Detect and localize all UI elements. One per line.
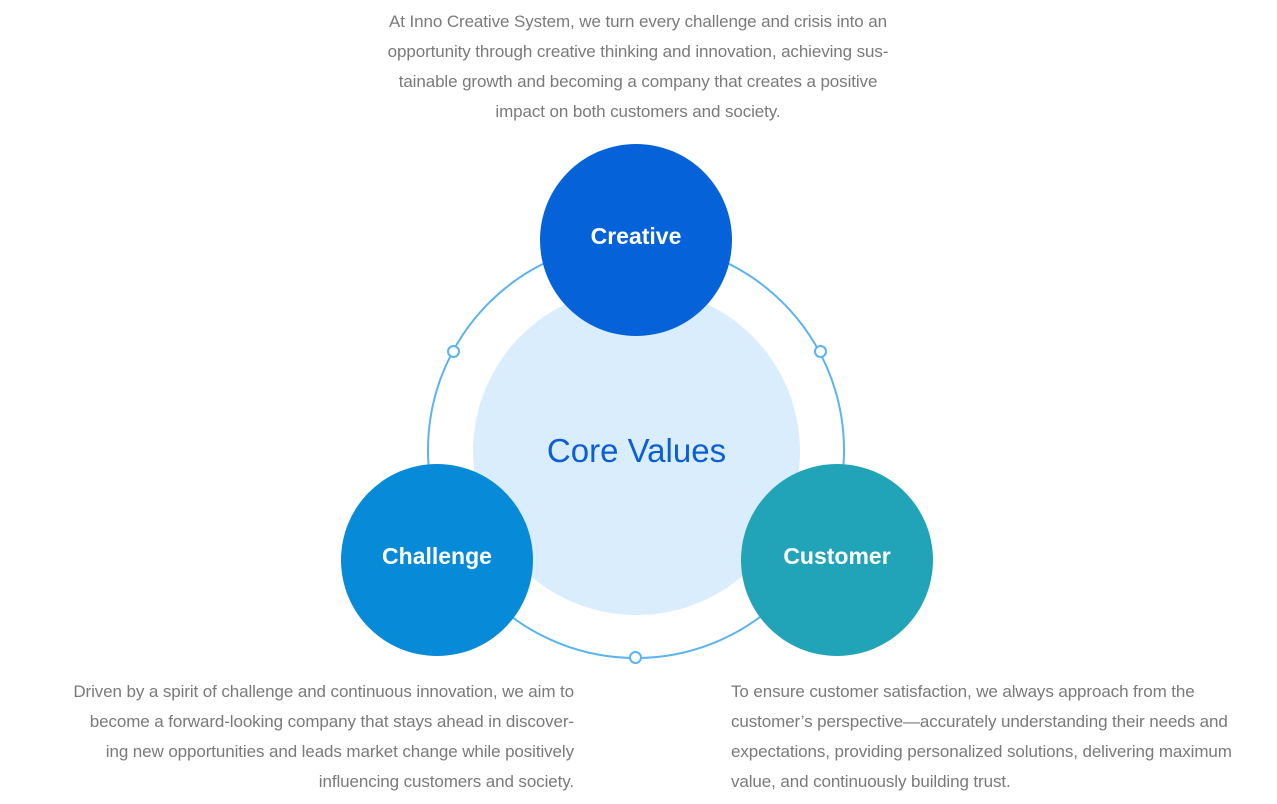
creative-description-line: tainable growth and becoming a company t… (398, 72, 878, 91)
challenge-description-line: become a forward-looking company that st… (89, 712, 574, 731)
creative-description: At Inno Creative System, we turn every c… (340, 7, 936, 127)
value-label-challenge: Challenge (382, 542, 492, 569)
ring-node-dot-bottom (629, 651, 642, 664)
customer-description-line: expectations, providing personalized sol… (731, 742, 1232, 761)
challenge-description-line: Driven by a spirit of challenge and cont… (73, 682, 574, 701)
customer-description-line: To ensure customer satisfaction, we alwa… (731, 682, 1195, 701)
creative-description-line: At Inno Creative System, we turn every c… (389, 12, 887, 31)
core-values-label: Core Values (546, 432, 727, 469)
value-circle-creative: Creative (540, 144, 732, 336)
value-circle-customer: Customer (741, 464, 933, 656)
value-label-creative: Creative (590, 222, 682, 249)
challenge-description: Driven by a spirit of challenge and cont… (20, 677, 574, 797)
challenge-description-line: ing new opportunities and leads market c… (105, 742, 574, 761)
ring-node-dot-left (447, 345, 460, 358)
customer-description-line: value, and continuously building trust. (731, 772, 1011, 791)
value-circle-challenge: Challenge (341, 464, 533, 656)
customer-description: To ensure customer satisfaction, we alwa… (731, 677, 1277, 797)
customer-description-line: customer’s perspective—accurately unders… (731, 712, 1228, 731)
value-label-customer: Customer (783, 542, 891, 569)
challenge-description-line: influencing customers and society. (318, 772, 574, 791)
creative-description-line: opportunity through creative thinking an… (387, 42, 889, 61)
ring-node-dot-right (814, 345, 827, 358)
creative-description-line: impact on both customers and society. (495, 102, 781, 121)
